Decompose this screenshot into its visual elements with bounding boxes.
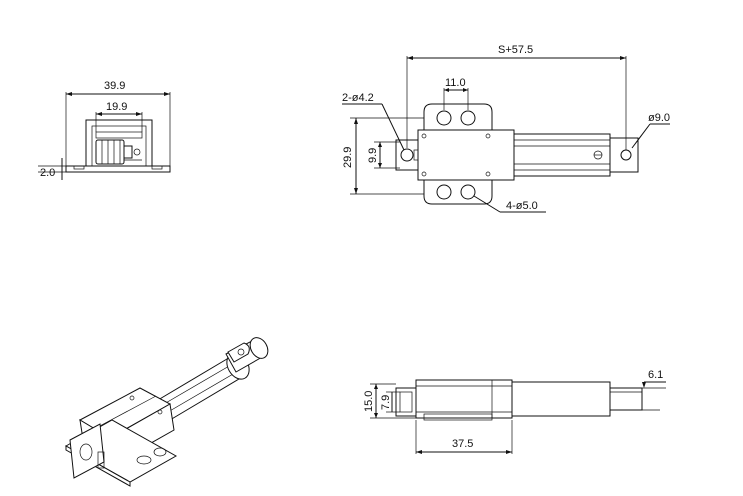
isometric-view	[64, 337, 269, 487]
side-rod-diameter-label: 6.1	[648, 369, 663, 381]
front-width-total-label: 39.9	[104, 80, 125, 92]
front-width-inner-label: 19.9	[106, 101, 127, 113]
top-view	[342, 56, 670, 213]
mount-hole	[436, 110, 452, 126]
top-large-holes-label: 4-ø5.0	[506, 200, 538, 212]
top-length-label: S+57.5	[498, 44, 533, 56]
top-height-total-label: 29.9	[342, 147, 354, 168]
top-hole-spacing-label: 11.0	[445, 77, 466, 89]
top-rod-end-label: ø9.0	[648, 112, 670, 124]
side-height-total-label: 15.0	[363, 391, 375, 412]
side-view	[370, 379, 666, 454]
top-small-holes-label: 2-ø4.2	[342, 92, 374, 104]
top-height-inner-label: 9.9	[367, 148, 379, 163]
mount-hole	[460, 110, 476, 126]
mount-hole	[436, 184, 452, 200]
side-body-length-label: 37.5	[452, 438, 473, 450]
mount-hole	[460, 184, 476, 200]
front-base-thickness-label: 2.0	[40, 167, 55, 179]
front-view	[38, 92, 171, 180]
side-height-inner-label: 7.9	[380, 395, 392, 410]
